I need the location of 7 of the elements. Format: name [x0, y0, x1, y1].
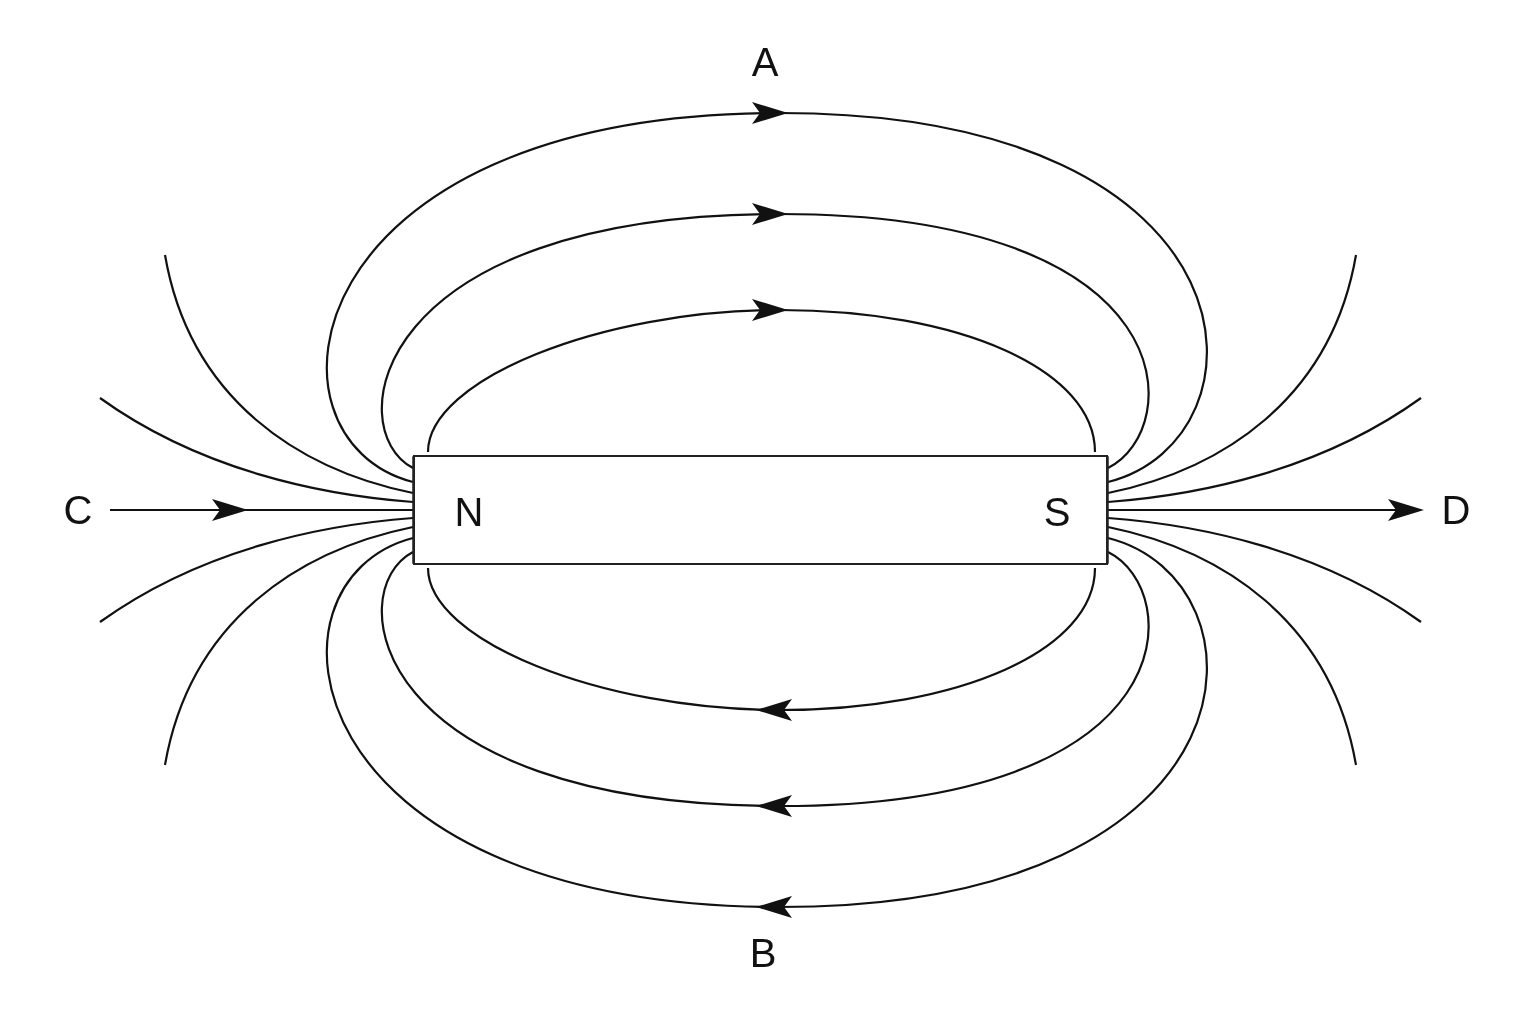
point-label: D: [1441, 490, 1471, 530]
point-label: A: [751, 42, 779, 82]
pole-label: N: [454, 492, 484, 532]
pole-label: S: [1043, 492, 1071, 532]
point-label: C: [63, 490, 93, 530]
point-label: B: [749, 933, 777, 973]
bar-magnet: [413, 455, 1108, 565]
